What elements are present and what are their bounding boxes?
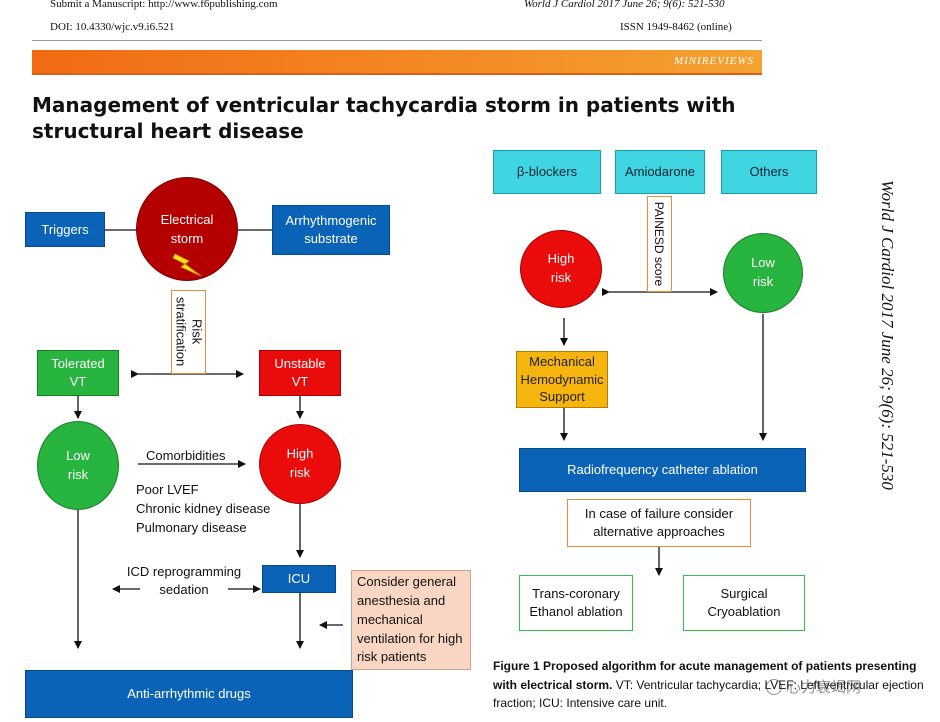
watermark: 心力衰竭网 [766,676,861,697]
painesd-score-box: PAINESD score [647,196,672,292]
submit-line: Submit a Manuscript: http://www.f6publis… [50,0,278,10]
unstable-vt-box: Unstable VT [259,350,341,396]
watermark-text: 心力衰竭网 [786,679,862,696]
comorbidities-label: Comorbidities [146,448,226,463]
anti-arrhythmic-drugs-box: Anti-arrhythmic drugs [25,670,353,718]
figure-label: Figure 1 [493,659,540,673]
amiodarone-box: Amiodarone [615,150,705,194]
painesd-score-label: PAINESD score [652,201,667,287]
triggers-box: Triggers [25,212,105,247]
low-risk-circle-left: Low risk [37,421,119,510]
anesthesia-note-box: Consider general anesthesia and mechanic… [351,570,471,670]
high-risk-circle-right: High risk [520,230,602,308]
tolerated-vt-box: Tolerated VT [37,350,119,396]
arrhythmogenic-substrate-box: Arrhythmogenic substrate [272,205,390,255]
watermark-heart-icon [766,678,782,695]
section-banner: MINIREVIEWS [32,50,762,75]
lightning-icon [172,253,202,277]
issn-line: ISSN 1949-8462 (online) [620,21,732,33]
figure-caption: Figure 1 Proposed algorithm for acute ma… [493,657,935,713]
side-journal-citation: World J Cardiol 2017 June 26; 9(6): 521-… [873,180,897,550]
comorbidity-list: Poor LVEF Chronic kidney disease Pulmona… [136,482,271,535]
electrical-storm-circle: Electrical storm [136,177,238,281]
mechanical-support-box: Mechanical Hemodynamic Support [516,351,608,408]
electrical-storm-label: Electrical storm [160,212,214,246]
surgical-cryoablation-box: Surgical Cryoablation [683,575,805,631]
others-box: Others [721,150,817,194]
risk-stratification-label: Risk stratification [173,297,205,367]
low-risk-circle-right: Low risk [723,233,803,313]
doi-line: DOI: 10.4330/wjc.v9.i6.521 [50,21,175,33]
header-divider [32,40,762,41]
journal-citation: World J Cardiol 2017 June 26; 9(6): 521-… [524,0,725,10]
beta-blockers-box: β-blockers [493,150,601,194]
high-risk-circle-left: High risk [259,424,341,504]
icd-reprogramming-label: ICD reprogramming sedation [126,564,242,598]
risk-stratification-box: Risk stratification [171,290,206,374]
section-label: MINIREVIEWS [673,55,754,67]
transcoronary-ablation-box: Trans-coronary Ethanol ablation [519,575,633,631]
figure-caption-title: Proposed algorithm for acute management … [493,659,917,692]
icu-box: ICU [262,565,336,593]
page-title: Management of ventricular tachycardia st… [32,93,736,143]
failure-note-box: In case of failure consider alternative … [567,499,751,547]
side-journal-text: World J Cardiol 2017 June 26; 9(6): 521-… [878,180,897,490]
radiofrequency-ablation-box: Radiofrequency catheter ablation [519,448,806,492]
